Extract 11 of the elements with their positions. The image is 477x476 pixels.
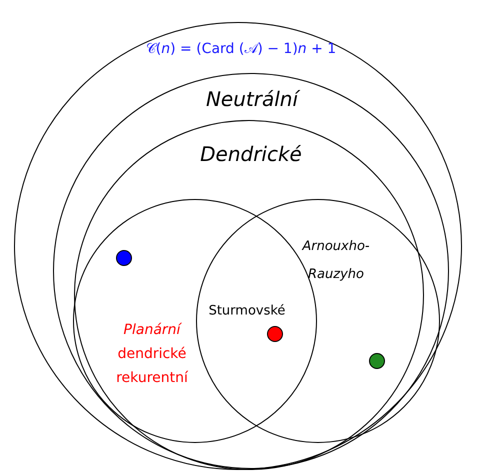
dot-marker	[267, 326, 283, 342]
set-title: Neutrální	[206, 87, 298, 111]
set-circle	[53, 73, 449, 469]
set-circle	[14, 22, 462, 470]
set-title: Dendrické	[200, 142, 302, 166]
set-title: Arnouxho-Rauzyho	[300, 238, 371, 284]
set-title: Sturmovské	[208, 304, 286, 318]
formula-text: 𝒞(n) = (Card (𝒜) − 1)n + 1	[146, 41, 336, 57]
dot-marker	[116, 250, 132, 266]
dot-marker	[369, 353, 385, 369]
set-title: Planární dendrické rekurentní	[115, 321, 189, 388]
